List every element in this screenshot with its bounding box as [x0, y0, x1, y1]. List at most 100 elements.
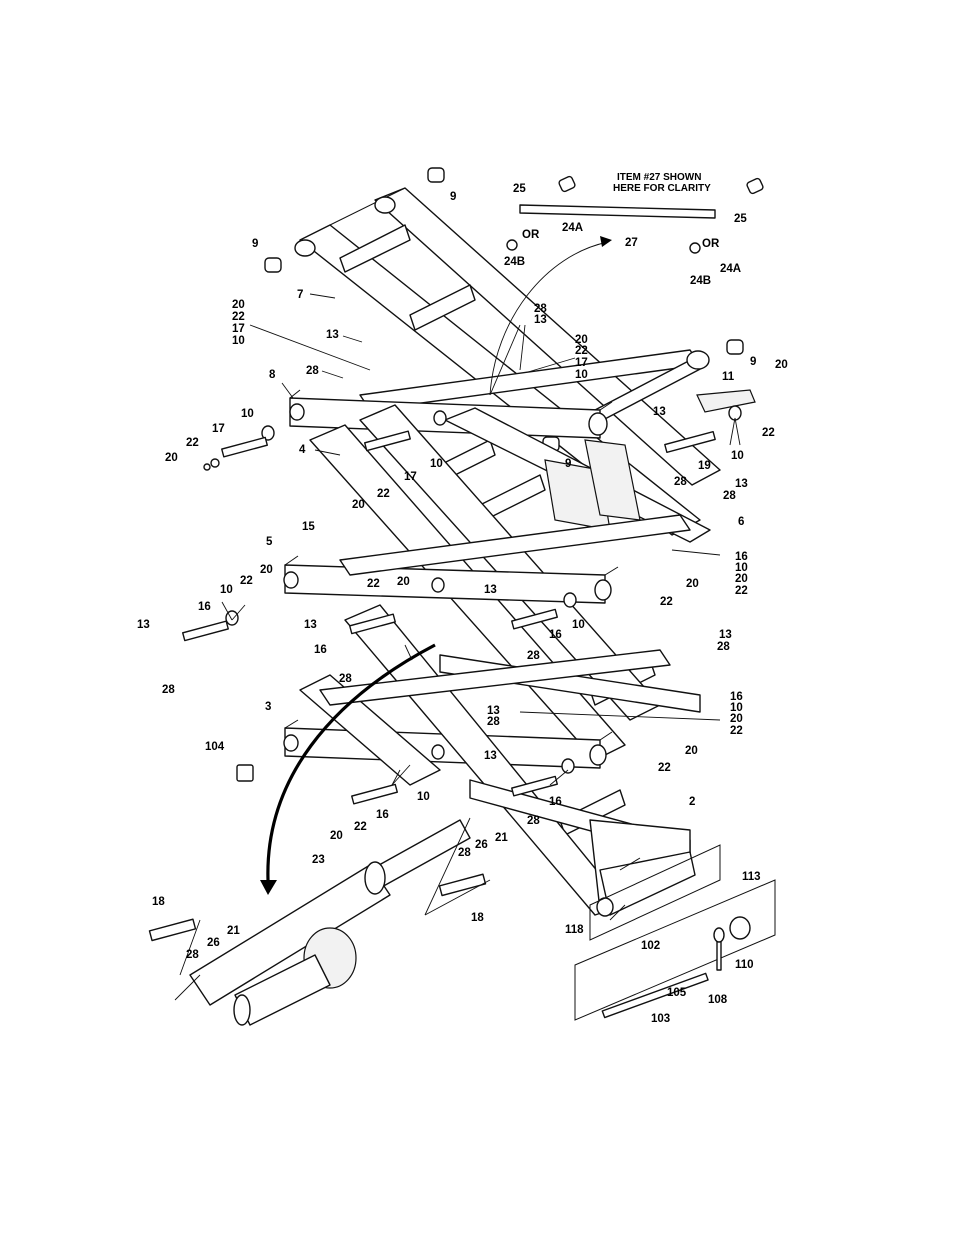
- callout: 19: [698, 460, 711, 472]
- note-line-2: HERE FOR CLARITY: [613, 183, 711, 194]
- pin-16-b: [349, 613, 396, 635]
- cylinder-23-tank-end: [233, 994, 251, 1026]
- shaft-108: [716, 939, 722, 971]
- callout: 28: [527, 815, 540, 827]
- callout: 22: [377, 488, 390, 500]
- callout: 22: [735, 585, 748, 597]
- callout: 20: [775, 359, 788, 371]
- callout: 4: [299, 444, 306, 456]
- callout: 28: [527, 650, 540, 662]
- pivot-right-top: [686, 350, 710, 370]
- knob-108: [713, 927, 725, 943]
- parts-panel-lower-right: [574, 879, 776, 1021]
- callout: 16: [730, 691, 743, 703]
- washer-22-a: [210, 458, 220, 468]
- callout: 110: [735, 959, 754, 971]
- callout: 22: [660, 596, 673, 608]
- callout: 22: [762, 427, 775, 439]
- callout: 22: [367, 578, 380, 590]
- callout: 13: [326, 329, 339, 341]
- callout: 2: [689, 796, 695, 808]
- callout: 9: [252, 238, 258, 250]
- bar-27: [519, 204, 716, 219]
- roller-9-a: [264, 257, 282, 273]
- callout: 13: [484, 750, 497, 762]
- callout: 10: [730, 702, 743, 714]
- block-104: [236, 764, 254, 782]
- callout: 13: [653, 406, 666, 418]
- pin-19: [664, 430, 716, 454]
- arrow-item-27-head: [600, 236, 612, 247]
- callout: 16: [549, 629, 562, 641]
- note-line-1: ITEM #27 SHOWN: [617, 172, 701, 183]
- callout: 10: [572, 619, 585, 631]
- callout: 17: [232, 323, 245, 335]
- washer-20-a: [203, 463, 211, 471]
- bracket-11: [696, 389, 756, 413]
- callout: 13: [304, 619, 317, 631]
- callout-labels: 9 9 25 24A OR 24B 27 25 OR 24A 24B 7 20 …: [137, 183, 788, 1025]
- callout: 13: [487, 705, 500, 717]
- roller-25-right: [746, 177, 764, 195]
- beam-3-end-left: [283, 734, 299, 752]
- callout: 28: [487, 716, 500, 728]
- callout: 10: [241, 408, 254, 420]
- cylinder-23-body: [189, 864, 391, 1006]
- callout: 11: [722, 371, 735, 383]
- callout: 21: [227, 925, 240, 937]
- callout: 108: [708, 994, 728, 1006]
- callout: 16: [314, 644, 327, 656]
- callout: 24B: [504, 256, 525, 268]
- callout: 26: [475, 839, 488, 851]
- callout: 21: [495, 832, 508, 844]
- knob-110: [729, 916, 751, 940]
- callout: 6: [738, 516, 744, 528]
- callout: 24A: [562, 222, 583, 234]
- pin-16-a: [182, 620, 229, 642]
- callout: 23: [312, 854, 325, 866]
- beam-3-end-right: [589, 744, 607, 766]
- callout: 15: [302, 521, 315, 533]
- pin-10-h: [561, 758, 575, 774]
- cylinder-23-collar: [364, 861, 386, 895]
- callout: 16: [376, 809, 389, 821]
- callout: 22: [186, 437, 199, 449]
- callout: 9: [565, 458, 571, 470]
- arm-7-b: [374, 187, 721, 486]
- pin-17-b: [364, 430, 411, 452]
- arm-middle-cross: [339, 514, 691, 576]
- callout: 20: [232, 299, 245, 311]
- leader-lines: [174, 293, 741, 1001]
- callout: 118: [565, 924, 584, 936]
- beam-5-end-right: [594, 579, 612, 601]
- callout: 20: [730, 713, 743, 725]
- callout: 10: [232, 335, 245, 347]
- roller-25-left: [558, 175, 576, 193]
- beam-5-end-left: [283, 571, 299, 589]
- callout: 7: [297, 289, 303, 301]
- roller-9-c: [726, 339, 744, 355]
- pin-10-b: [433, 410, 447, 426]
- callout: 10: [220, 584, 233, 596]
- pin-16-c: [511, 608, 558, 630]
- callout: 20: [397, 576, 410, 588]
- callout: 105: [667, 987, 687, 999]
- callout: 17: [575, 357, 588, 369]
- callout: 25: [513, 183, 526, 195]
- callout: 22: [658, 762, 671, 774]
- callout: 22: [354, 821, 367, 833]
- callout: 24B: [690, 275, 711, 287]
- callout: OR: [522, 229, 540, 241]
- callout: 10: [735, 562, 748, 574]
- callout: 22: [240, 575, 253, 587]
- parts-panel-118: [589, 844, 721, 941]
- callout: 20: [165, 452, 178, 464]
- callout: 10: [430, 458, 443, 470]
- rod-105: [601, 972, 709, 1019]
- callout: 28: [186, 949, 199, 961]
- callout: 13: [484, 584, 497, 596]
- callout: OR: [702, 238, 720, 250]
- note-item-27: ITEM #27 SHOWN HERE FOR CLARITY: [613, 172, 711, 194]
- arrow-item-27: [489, 241, 609, 396]
